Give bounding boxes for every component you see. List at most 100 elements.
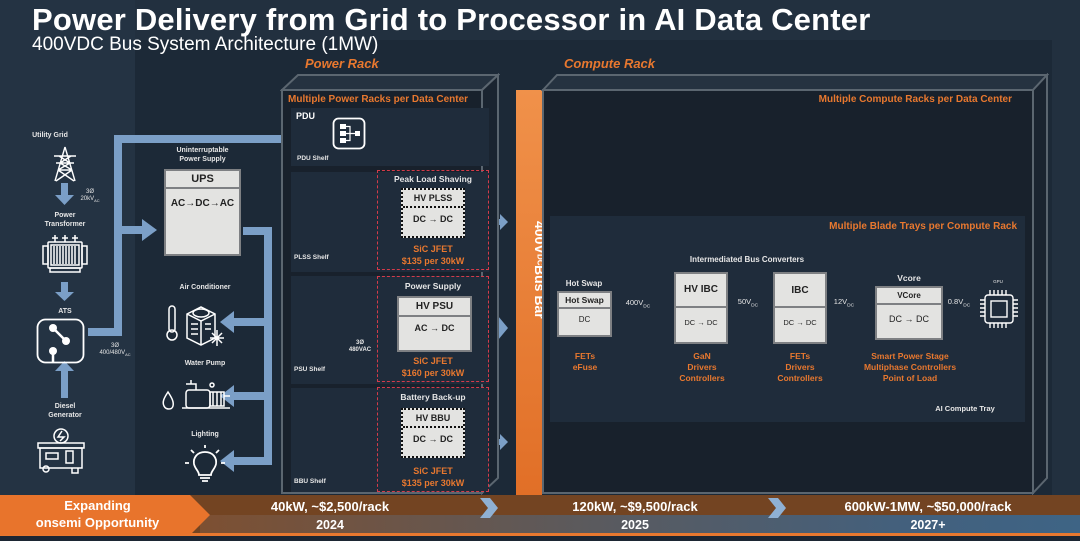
arrow-to-ac: [220, 311, 234, 333]
hv-plss-body: DC → DC: [413, 214, 453, 224]
hv-ibc-box[interactable]: HV IBC DC → DC: [674, 272, 728, 344]
ats-label: ATS: [58, 308, 72, 315]
ibc-group-label: Intermediated Bus Converters: [689, 255, 805, 264]
phase-2027-year: 2027+: [910, 518, 946, 532]
ups-box-header: UPS: [166, 171, 239, 189]
hv-ibc-header: HV IBC: [676, 274, 726, 308]
water-pump-icon: [162, 380, 230, 410]
line-ats-vertical: [114, 135, 122, 336]
hot-swap-header: Hot Swap: [559, 293, 610, 309]
diesel-generator-icon: [37, 428, 85, 474]
voltage-12vdc: 12VDC: [833, 297, 855, 309]
hv-bbu-header: HV BBU: [403, 410, 463, 428]
pdu-shelf-label: PDU Shelf: [297, 155, 329, 162]
timeline-accent-line: [0, 533, 1080, 536]
air-conditioner-label: Air Conditioner: [179, 284, 231, 291]
arrow-to-lighting: [220, 450, 234, 472]
phase-2027-value: 600kW-1MW, ~$50,000/rack: [844, 499, 1012, 514]
arrow-to-ups: [142, 219, 157, 241]
ups-box-body: AC→DC→AC: [170, 198, 235, 209]
hv-bbu-box[interactable]: HV BBU DC → DC: [401, 408, 465, 458]
gpu-label: GPU: [993, 279, 1003, 284]
vcore-box[interactable]: VCore DC → DC: [875, 286, 943, 340]
phase-2025-year: 2025: [621, 518, 649, 532]
arrow-psu-bus: [498, 316, 508, 340]
lighting-label: Lighting: [191, 431, 219, 438]
power-transformer-icon: [42, 235, 88, 273]
vcore-body: DC → DC: [889, 314, 929, 324]
utility-grid-label: Utility Grid: [32, 132, 68, 139]
psu-tech: SiC JFET$160 per 30kW: [401, 356, 465, 378]
voltage-50vdc: 50VDC: [737, 297, 759, 309]
page-subtitle: 400VDC Bus System Architecture (1MW): [32, 34, 379, 55]
hv-psu-box[interactable]: HV PSU AC → DC: [397, 296, 472, 352]
opportunity-banner: [0, 495, 210, 535]
hot-swap-caption: Hot Swap: [565, 279, 603, 288]
hv-psu-body: AC → DC: [414, 323, 455, 333]
timeline-year-band: [200, 515, 1080, 535]
plss-group: [377, 170, 489, 270]
vcore-header: VCore: [877, 288, 941, 305]
page-title: Power Delivery from Grid to Processor in…: [32, 2, 871, 37]
power-rack-label: Power Rack: [305, 56, 379, 71]
bbu-shelf-label: BBU Shelf: [294, 478, 326, 485]
pdu-title: PDU: [296, 111, 316, 121]
phase-2025-value: 120kW, ~$9,500/rack: [572, 499, 698, 514]
ibc-body: DC → DC: [783, 318, 817, 327]
psu-group: [377, 276, 489, 382]
pdu-icon[interactable]: [332, 117, 366, 150]
chevron-right-icon: [480, 498, 498, 518]
bbu-group-label: Battery Back-up: [400, 392, 466, 402]
bus-bar: [516, 90, 542, 495]
timeline-base: [0, 536, 1080, 541]
water-pump-label: Water Pump: [184, 360, 226, 367]
line-top-to-pdu: [114, 135, 314, 143]
bbu-tech: SiC JFET$135 per 30kW: [401, 466, 465, 488]
plss-shelf-label: PLSS Shelf: [294, 254, 329, 261]
right-margin-panel: [1052, 40, 1080, 495]
air-conditioner-icon: [166, 305, 224, 346]
arrow-generator-ats: [61, 370, 68, 398]
voltage-400vdc: 400VDC: [625, 298, 651, 310]
arrow-transformer-ats: [61, 282, 68, 293]
ups-box[interactable]: UPS AC→DC→AC: [164, 169, 241, 256]
light-bulb-icon: [185, 445, 225, 482]
line-ups-vertical: [264, 227, 272, 465]
hot-swap-box[interactable]: Hot Swap DC: [557, 291, 612, 337]
psu-group-label: Power Supply: [404, 281, 462, 291]
blade-tray-caption: Multiple Blade Trays per Compute Rack: [829, 221, 1017, 232]
hv-ibc-body: DC → DC: [684, 318, 718, 327]
ibc-box[interactable]: IBC DC → DC: [773, 272, 827, 344]
hot-swap-body: DC: [578, 315, 591, 324]
hv-plss-box[interactable]: HV PLSS DC → DC: [401, 188, 465, 238]
pdu-shelf: [291, 108, 489, 166]
vcore-caption: Vcore: [897, 273, 921, 283]
compute-rack-caption: Multiple Compute Racks per Data Center: [818, 94, 1012, 105]
arrow-grid-transformer: [61, 183, 68, 196]
hv-bbu-body: DC → DC: [413, 434, 453, 444]
ai-compute-tray-label: AI Compute Tray: [935, 404, 995, 413]
chevron-right-icon: [768, 498, 786, 518]
ats-switch-icon[interactable]: [36, 318, 86, 364]
arrow-grid-transformer-head: [55, 195, 74, 205]
plss-group-label: Peak Load Shaving: [394, 174, 472, 184]
line-ups-out: [243, 227, 271, 235]
gpu-chip-icon[interactable]: [978, 289, 1020, 329]
hv-plss-header: HV PLSS: [403, 190, 463, 208]
psu-shelf-label: PSU Shelf: [294, 366, 326, 373]
bbu-group: [377, 387, 489, 492]
hv-psu-header: HV PSU: [399, 298, 470, 317]
ibc-header: IBC: [775, 274, 825, 308]
plss-tech: SiC JFET$135 per 30kW: [401, 244, 465, 266]
power-rack-caption: Multiple Power Racks per Data Center: [288, 94, 469, 105]
